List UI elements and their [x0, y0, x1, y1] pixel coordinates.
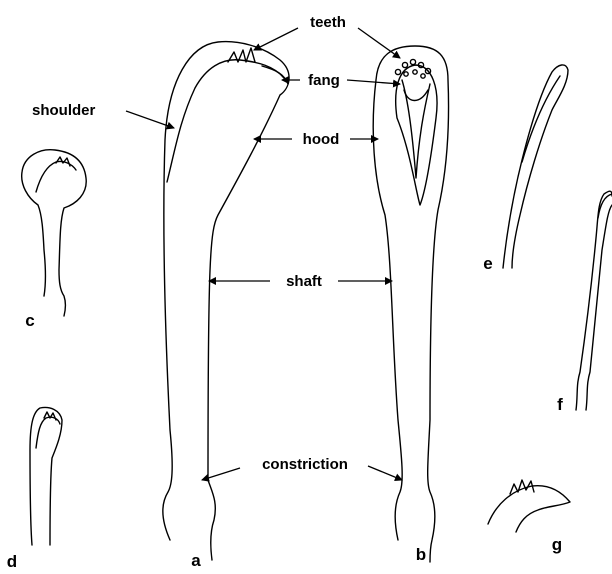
- specimen-g: [488, 480, 570, 532]
- panel-letter-d: d: [7, 552, 17, 571]
- specimen-c-outer-outline: [22, 150, 87, 316]
- specimen-b-hood-outline: [396, 65, 437, 205]
- specimen-c: [22, 150, 87, 316]
- label-teeth-group: teeth: [254, 14, 400, 58]
- specimen-e-outer-outline: [503, 65, 568, 268]
- specimen-d: [30, 408, 62, 546]
- specimen-f-inner-outline: [586, 205, 612, 410]
- label-shaft-group: shaft: [209, 273, 392, 290]
- specimen-d-hood-inner-outline: [36, 417, 60, 448]
- label-hood: hood: [303, 131, 340, 148]
- label-constriction-group: constriction: [202, 456, 402, 480]
- panel-letter-g: g: [552, 535, 562, 554]
- specimen-a-fang: [262, 66, 288, 84]
- panel-letter-b: b: [416, 545, 426, 564]
- specimen-e: [503, 65, 568, 268]
- specimen-e-inner-line: [522, 76, 560, 162]
- specimen-a: [163, 42, 289, 560]
- label-fang-group: fang: [282, 72, 400, 89]
- label-teeth: teeth: [310, 14, 346, 31]
- label-fang: fang: [308, 72, 340, 89]
- teeth-arrow-right: [358, 28, 400, 58]
- specimen-f: [576, 191, 612, 410]
- panel-letter-f: f: [557, 395, 563, 414]
- label-shoulder-group: shoulder: [32, 102, 174, 128]
- specimen-b-fang-tip: [404, 90, 428, 101]
- panel-letter-c: c: [25, 311, 34, 330]
- panel-letter-a: a: [191, 551, 201, 570]
- label-constriction: constriction: [262, 456, 348, 473]
- label-shaft: shaft: [286, 273, 322, 290]
- teeth-arrow-left: [254, 28, 298, 50]
- specimen-b: [373, 46, 448, 562]
- panel-letter-e: e: [483, 254, 492, 273]
- specimen-a-hood-inner-outline: [167, 60, 284, 182]
- label-shoulder: shoulder: [32, 102, 96, 119]
- specimen-g-outline: [488, 486, 570, 532]
- constriction-arrow-right: [368, 466, 402, 480]
- specimen-a-outer-outline: [163, 42, 289, 560]
- label-hood-group: hood: [254, 131, 378, 148]
- fang-arrow-right: [347, 80, 400, 84]
- specimen-d-outer-outline: [30, 408, 62, 546]
